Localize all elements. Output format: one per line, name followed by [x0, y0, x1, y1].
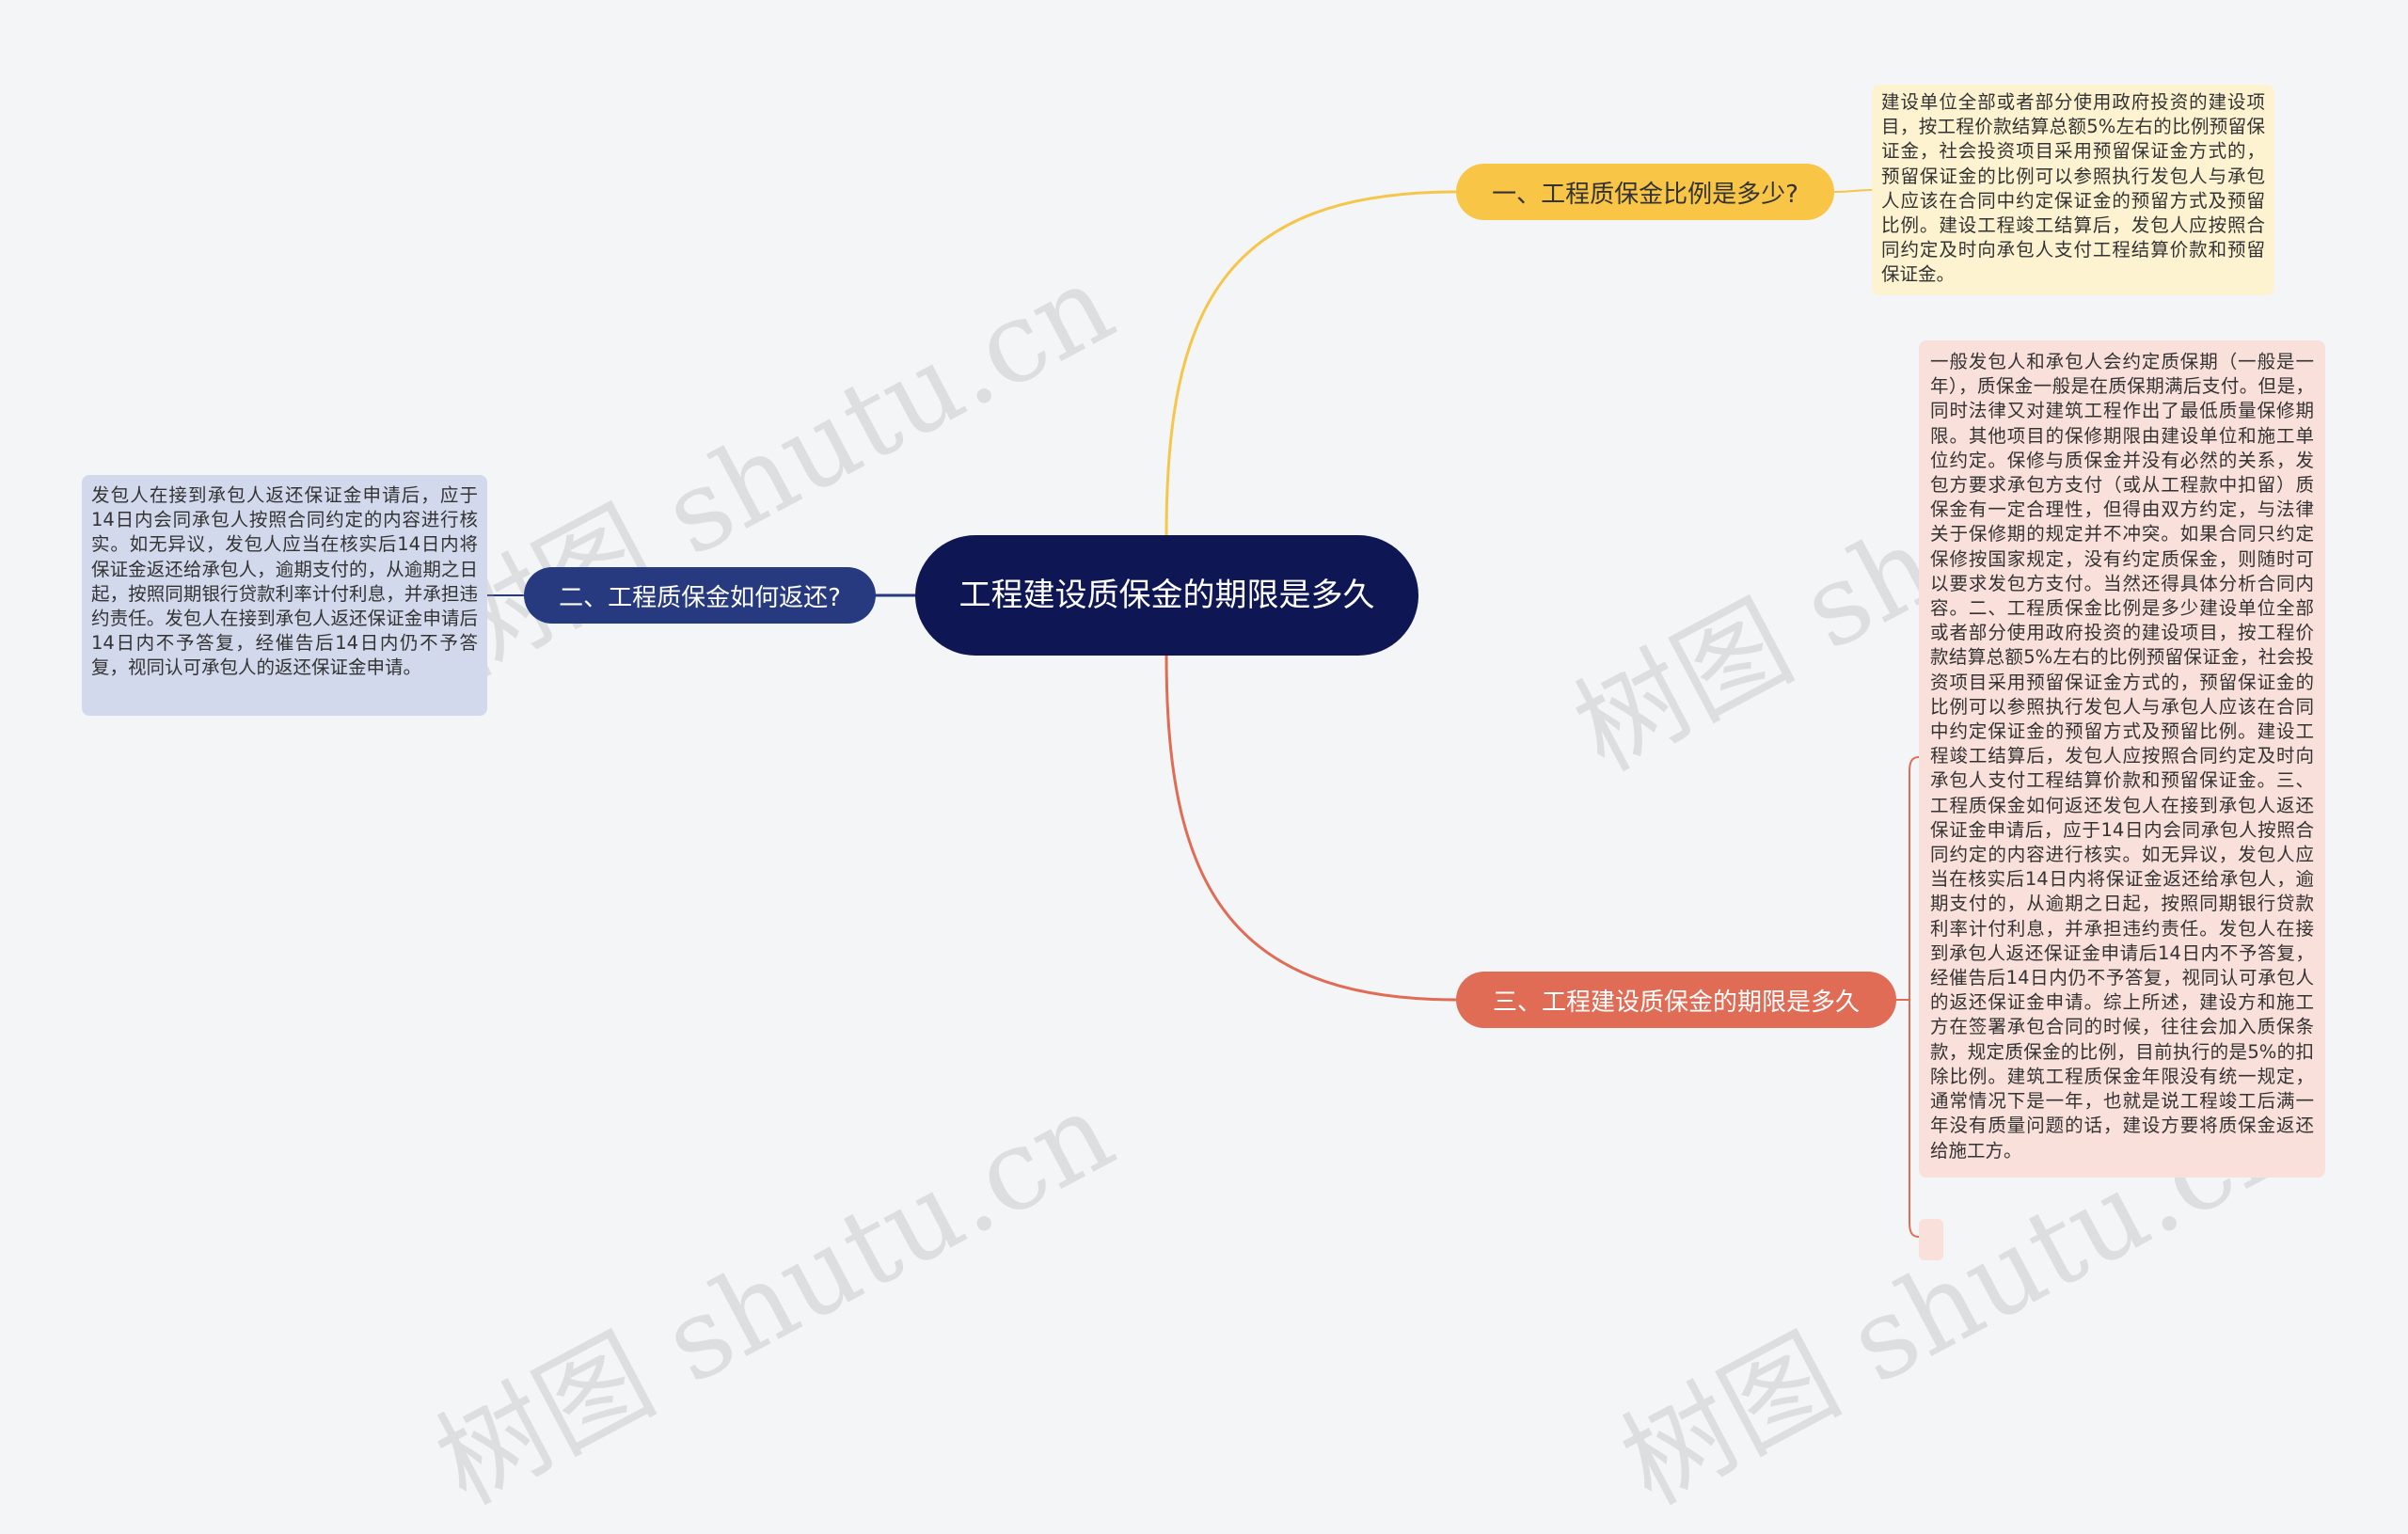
- root-node[interactable]: 工程建设质保金的期限是多久: [915, 535, 1418, 656]
- branch-label: 三、工程建设质保金的期限是多久: [1492, 988, 1860, 1017]
- branch-label: 一、工程质保金比例是多少?: [1492, 180, 1798, 209]
- branch-node-3[interactable]: 三、工程建设质保金的期限是多久: [1456, 972, 1896, 1028]
- connector-branch-1-leaf: [1833, 189, 1873, 193]
- connector-root-branch-3: [1164, 655, 1457, 1002]
- connector-root-branch-1: [1164, 190, 1457, 536]
- leaf-note-3[interactable]: 一般发包人和承包人会约定质保期（一般是一年），质保金一般是在质保期满后支付。但是…: [1919, 340, 2325, 1178]
- root-title: 工程建设质保金的期限是多久: [958, 577, 1375, 614]
- connector-branch-3-leaf: [1896, 756, 1920, 1001]
- connector-branch-3-leaf-2: [1909, 1000, 1920, 1238]
- mindmap-connectors: [487, 189, 1920, 1238]
- branch-node-2[interactable]: 二、工程质保金如何返还?: [524, 567, 876, 624]
- branch-label: 二、工程质保金如何返还?: [559, 583, 841, 612]
- leaf-note-2[interactable]: 发包人在接到承包人返还保证金申请后，应于14日内会同承包人按照合同约定的内容进行…: [82, 475, 487, 716]
- leaf-note-1[interactable]: 建设单位全部或者部分使用政府投资的建设项目，按工程价款结算总额5%左右的比例预留…: [1872, 85, 2274, 295]
- branch-node-1[interactable]: 一、工程质保金比例是多少?: [1456, 164, 1834, 220]
- leaf-note-empty[interactable]: [1919, 1219, 1943, 1260]
